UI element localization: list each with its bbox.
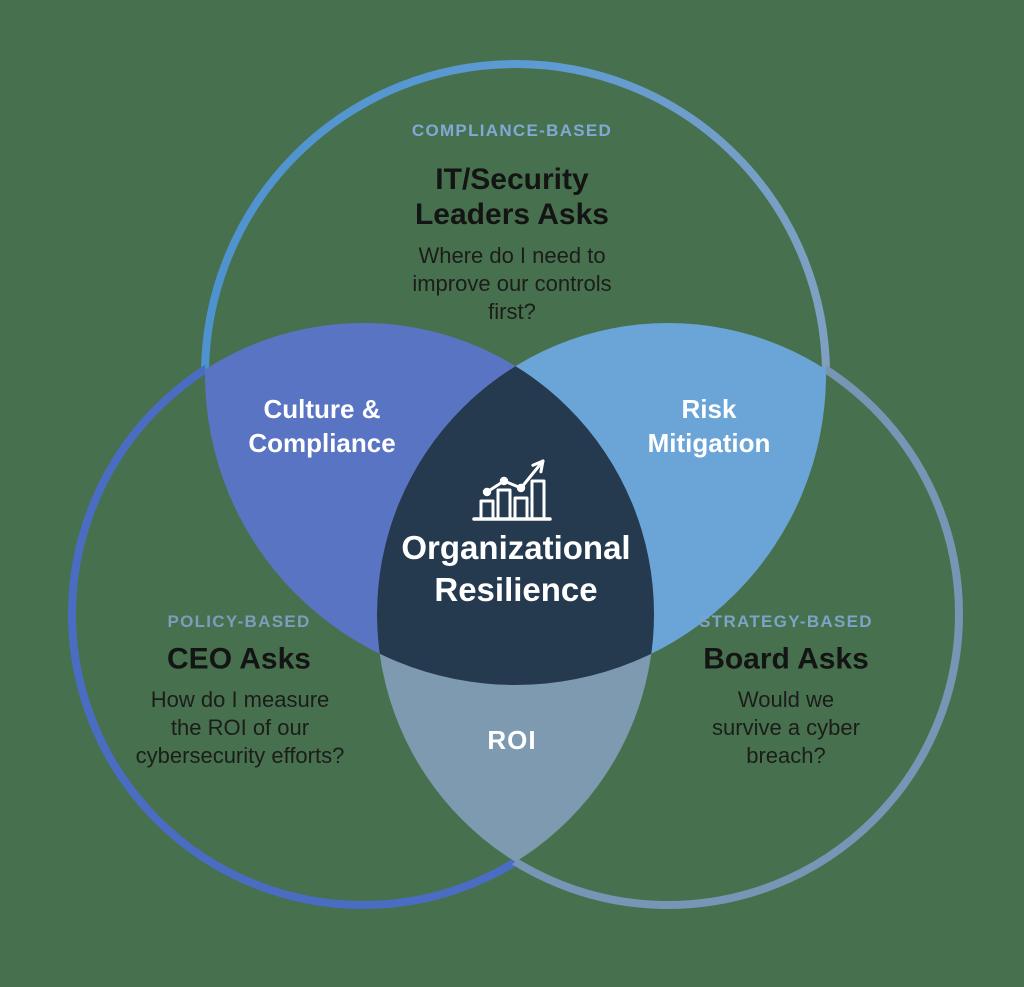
top-category-label: COMPLIANCE-BASED	[411, 121, 613, 140]
top-question: Where do I need to improve our controls …	[412, 242, 612, 325]
left-category-label: POLICY-BASED	[167, 612, 311, 631]
left-heading: CEO Asks	[167, 642, 311, 676]
center-intersection-shape	[377, 323, 654, 685]
center-label: Organizational Resilience	[401, 529, 631, 608]
overlap-bottom-label: ROI	[487, 725, 537, 756]
right-question: Would we survive a cyber breach?	[712, 686, 860, 769]
bar-chart-trend-icon	[472, 459, 552, 521]
top-heading: IT/Security Leaders Asks	[414, 162, 609, 231]
right-category-label: STRATEGY-BASED	[699, 612, 873, 631]
right-heading: Board Asks	[703, 642, 869, 676]
overlap-top-left-label: Culture & Compliance	[248, 394, 396, 458]
left-question: How do I measure the ROI of our cybersec…	[135, 686, 345, 769]
overlap-top-right-label: Risk Mitigation	[647, 394, 771, 458]
